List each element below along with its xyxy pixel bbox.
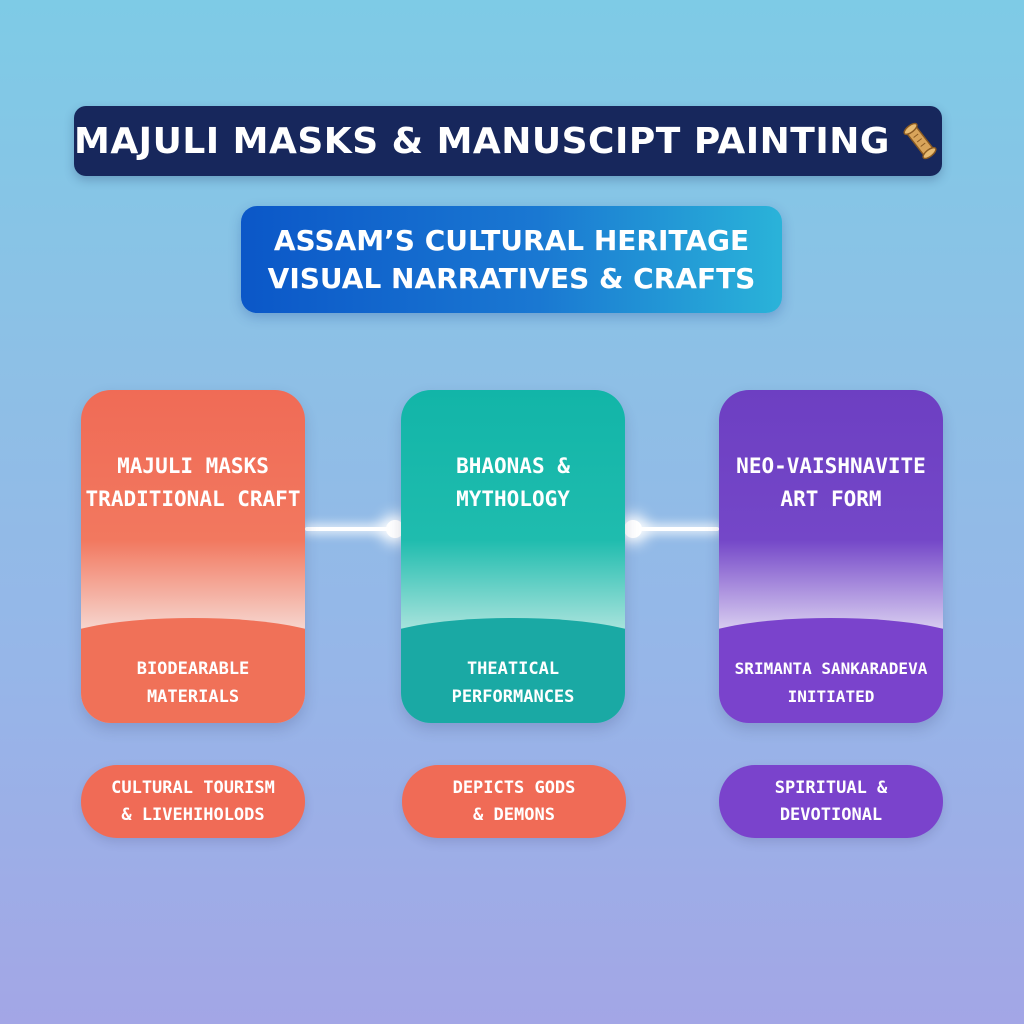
card-detail-band (81, 618, 305, 723)
subtitle-box: ASSAM’S CULTURAL HERITAGE VISUAL NARRATI… (241, 206, 782, 313)
connector-line-1 (305, 527, 397, 531)
scroll-icon (903, 122, 937, 160)
pill-spiritual: SPIRITUAL & DEVOTIONAL (719, 765, 943, 838)
card-heading: MAJULI MASKS TRADITIONAL CRAFT (85, 454, 301, 511)
connector-node-2 (624, 520, 642, 538)
card-majuli-masks: MAJULI MASKS TRADITIONAL CRAFT BIODEARAB… (81, 390, 305, 723)
card-detail: BIODEARABLE MATERIALS (136, 659, 250, 707)
pill-gods-demons: DEPICTS GODS & DEMONS (402, 765, 626, 838)
card-header: BHAONAS & MYTHOLOGY (401, 390, 625, 640)
card-heading: BHAONAS & MYTHOLOGY (456, 454, 570, 511)
card-detail: SRIMANTA SANKARADEVA INITIATED (734, 659, 928, 706)
card-header: MAJULI MASKS TRADITIONAL CRAFT (81, 390, 305, 640)
card-header: NEO-VAISHNAVITE ART FORM (719, 390, 943, 640)
card-detail-band (401, 618, 625, 723)
card-bhaonas: BHAONAS & MYTHOLOGY THEATICAL PERFORMANC… (401, 390, 625, 723)
page-title: MAJULI MASKS & MANUSCIPT PAINTING (74, 120, 890, 162)
connector-node-1 (386, 520, 404, 538)
title-banner: MAJULI MASKS & MANUSCIPT PAINTING (74, 106, 942, 176)
subtitle-line-1: ASSAM’S CULTURAL HERITAGE (273, 223, 750, 257)
subtitle-line-2: VISUAL NARRATIVES & CRAFTS (267, 261, 756, 295)
card-detail: THEATICAL PERFORMANCES (451, 659, 575, 707)
pill-cultural-tourism: CULTURAL TOURISM & LIVEHIHOLODS (81, 765, 305, 838)
card-detail-band (719, 618, 943, 723)
card-heading: NEO-VAISHNAVITE ART FORM (736, 454, 926, 511)
connector-line-2 (625, 527, 719, 531)
card-neo-vaishnavite: NEO-VAISHNAVITE ART FORM SRIMANTA SANKAR… (719, 390, 943, 723)
